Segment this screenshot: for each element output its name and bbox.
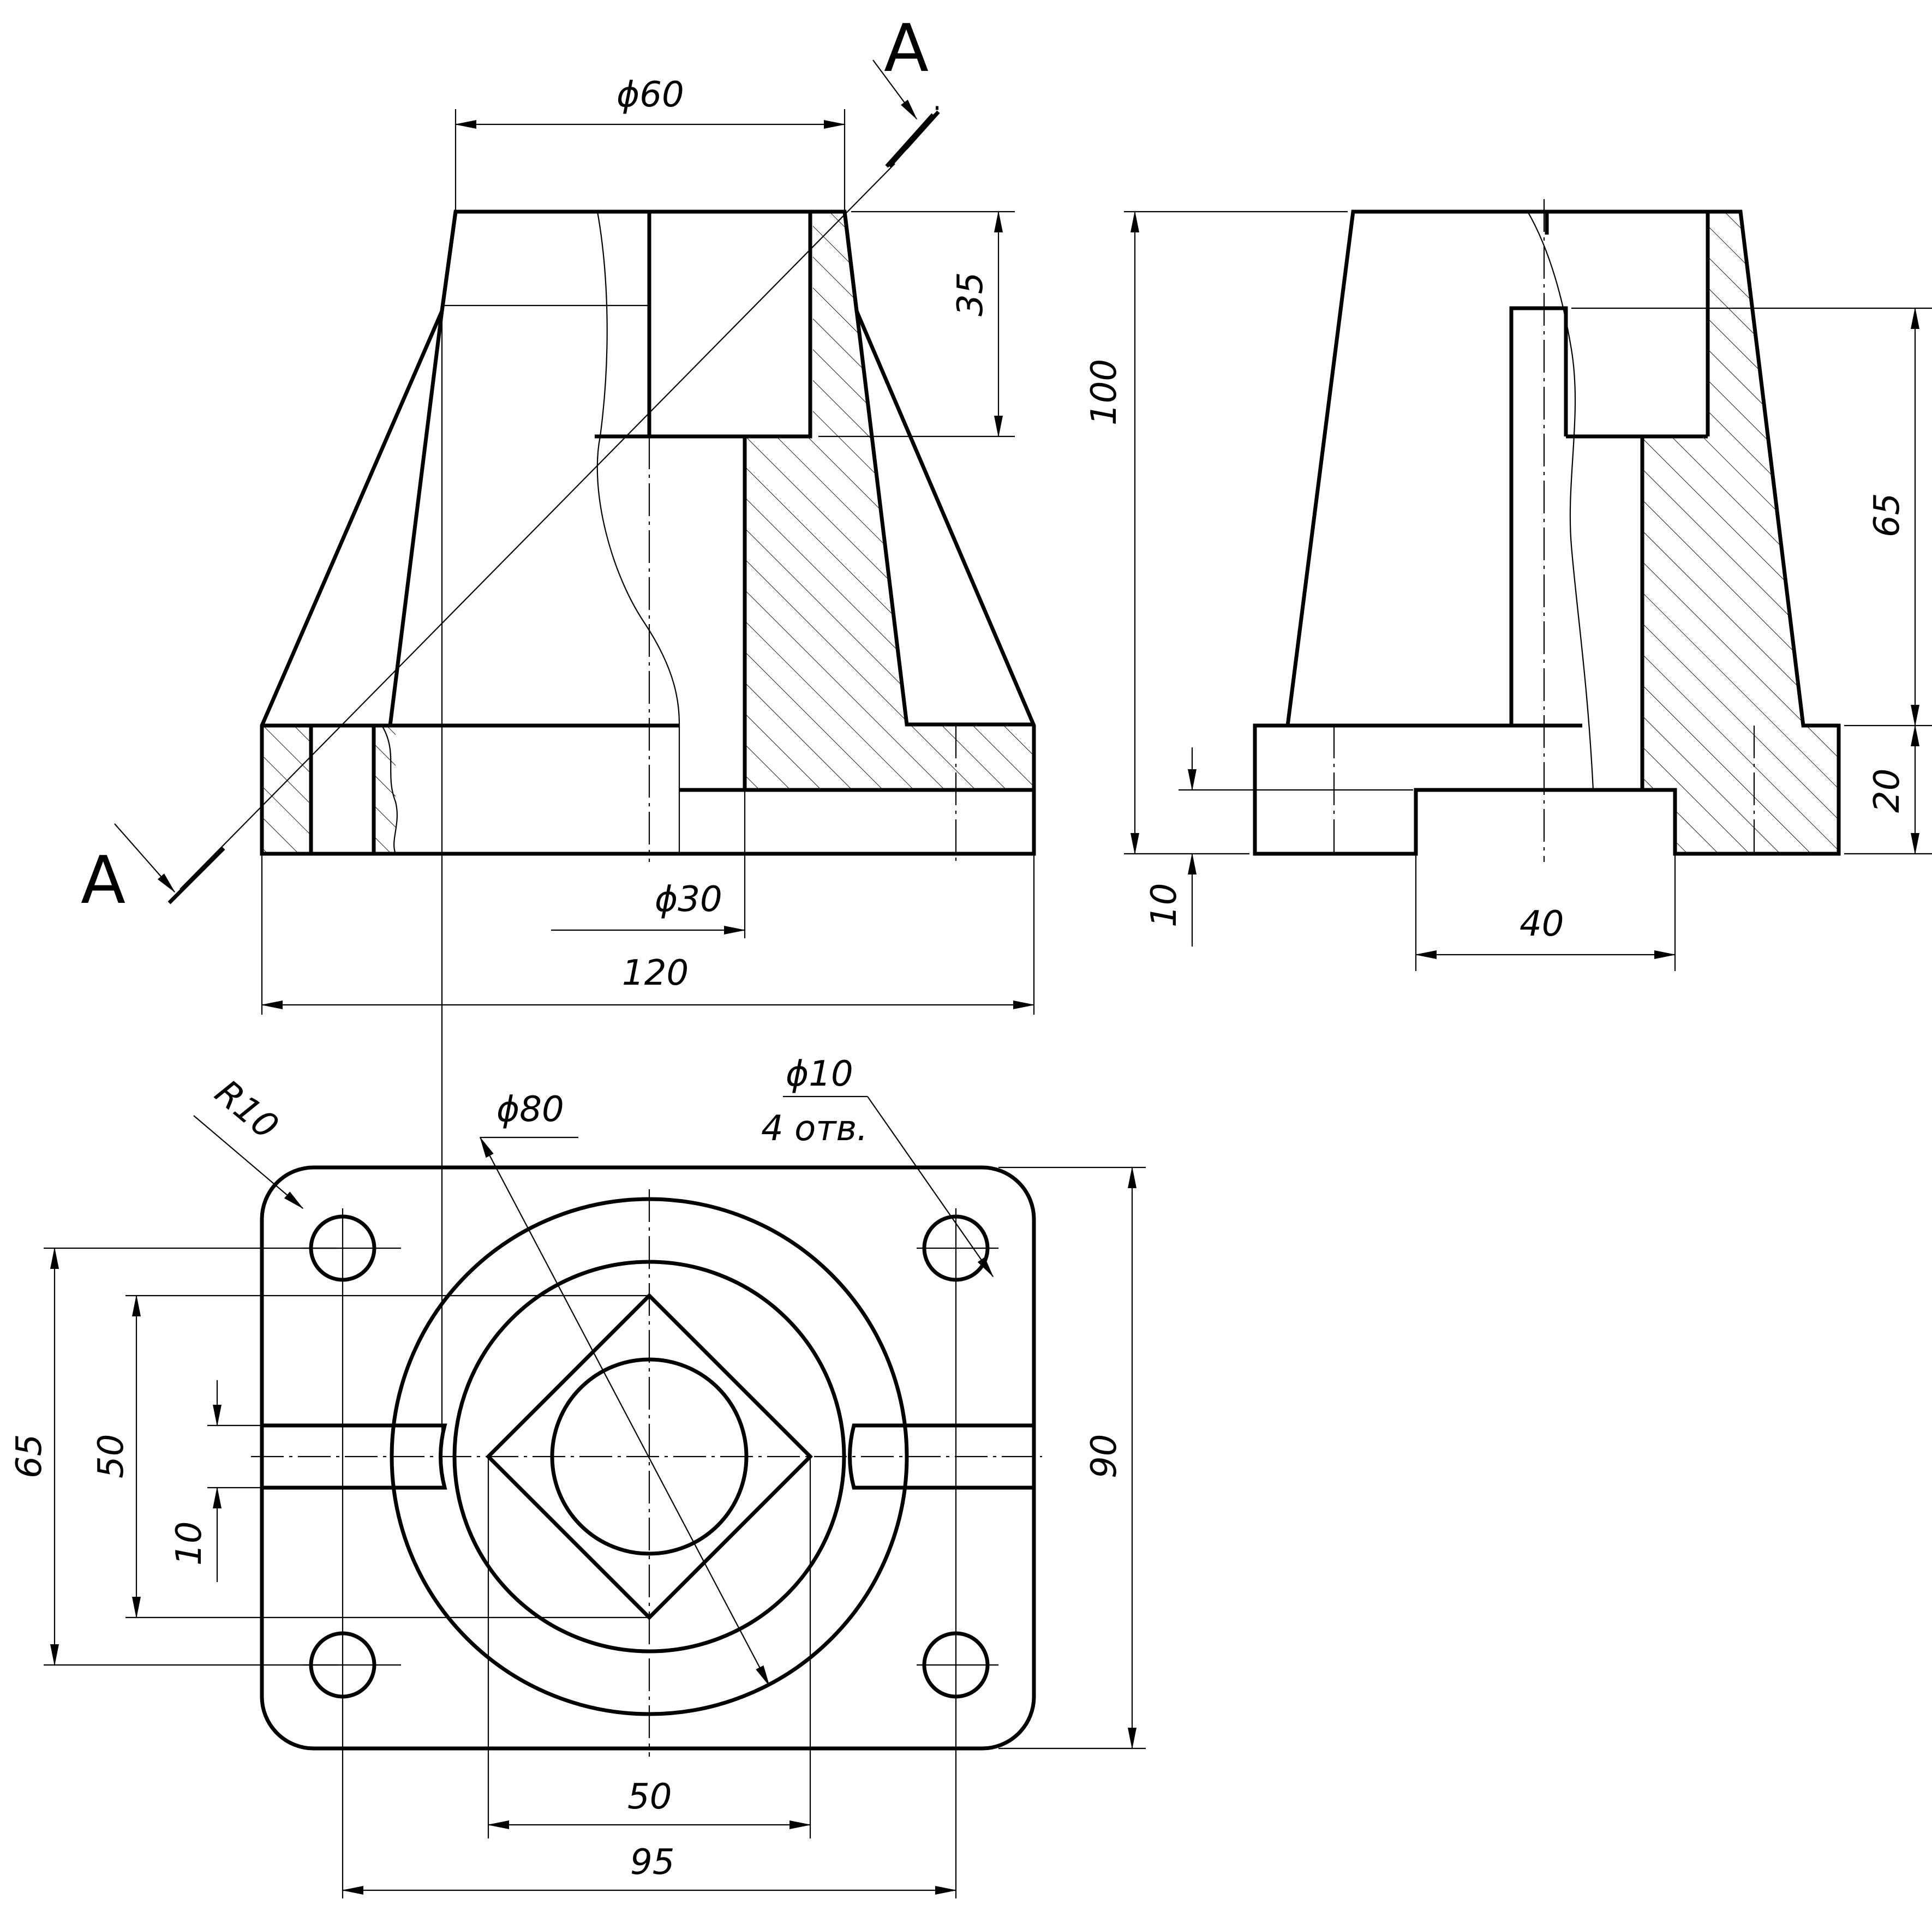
dim-square-v-label: 50 (91, 1434, 131, 1478)
dim-hole-diameter-label: ϕ30 (655, 879, 722, 920)
side-break-line (1527, 211, 1594, 790)
section-stroke (904, 110, 940, 150)
section-arrow-top (872, 59, 918, 120)
dim-square-h-label: 50 (627, 1777, 672, 1817)
dim-depth-label: 35 (950, 272, 991, 316)
front-cone-right (842, 211, 1034, 727)
dim-small-hole-diameter-label: ϕ10 (786, 1054, 853, 1094)
dim-height-label: 100 (1084, 359, 1124, 426)
dim-boss-diameter-label: ϕ80 (497, 1089, 564, 1130)
dim-corner-radius-label: R10 (207, 1073, 286, 1148)
section-label-bottom: A (81, 843, 125, 919)
dim-top-diameter-label: ϕ60 (617, 75, 684, 115)
dim-width-label: 120 (622, 953, 689, 993)
dim-hole-spacing-h-label: 95 (630, 1842, 674, 1883)
section-arrow-bottom (114, 823, 176, 893)
top-base-outline (260, 1165, 1036, 1751)
top-view: R10 ϕ80 ϕ10 4 отв. 65 50 10 90 50 (9, 311, 1146, 1898)
section-plane-mark-bottom (168, 847, 225, 904)
front-break-line-flange (381, 725, 398, 854)
dim-groove-depth-label: 10 (1144, 883, 1185, 927)
side-view: 100 65 20 10 40 (1084, 199, 1932, 971)
side-hatch (1642, 212, 1839, 854)
dim-line-small-hole (867, 1096, 994, 1278)
section-label-top: A (884, 11, 929, 87)
front-cone-left (388, 211, 458, 726)
dim-base-thickness-label: 20 (1867, 769, 1907, 813)
front-view: ϕ60 35 ϕ30 120 A A (81, 11, 1036, 1015)
dim-groove-width-label: 40 (1520, 904, 1564, 944)
dim-line-corner-radius (193, 1115, 304, 1209)
dim-top-height-label: 90 (1084, 1434, 1124, 1478)
dim-inner-height-label: 65 (1867, 493, 1907, 537)
front-bore-upper (647, 212, 812, 439)
front-hatch-right-wall (677, 212, 1034, 790)
dim-hole-spacing-v-label: 65 (9, 1434, 50, 1478)
dim-hole-count-label: 4 отв. (761, 1109, 868, 1149)
section-plane-mark-top (885, 113, 935, 168)
front-break-line (596, 211, 680, 726)
side-slot (1509, 306, 1568, 726)
section-plane-line (180, 163, 895, 890)
dim-slot-width-label: 10 (169, 1521, 210, 1566)
front-hatch-left-flange (262, 726, 311, 854)
dim-line-boss-diameter (480, 1136, 770, 1687)
top-slot-right (848, 1423, 1034, 1490)
